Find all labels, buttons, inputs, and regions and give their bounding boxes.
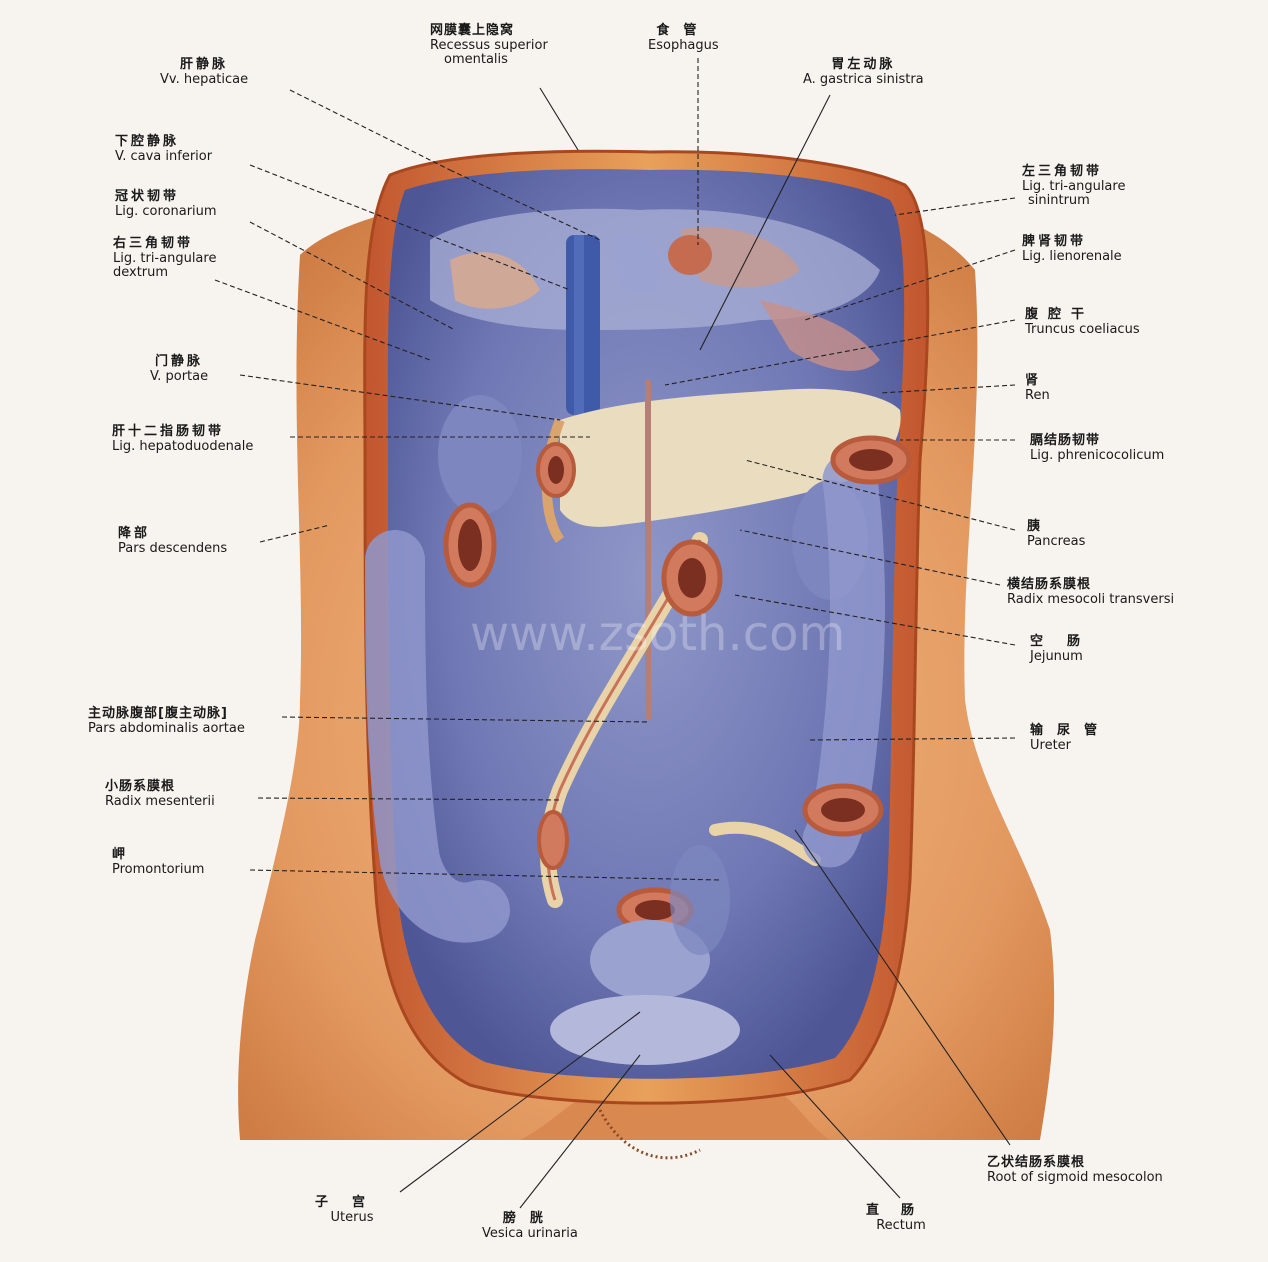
esophagus-stump: [615, 233, 660, 293]
label-pancreas: 胰 Pancreas: [1027, 519, 1086, 549]
label-uterus: 子宫 Uterus: [315, 1195, 390, 1225]
label-lig-hepatoduodenale: 肝十二指肠韧带 Lig. hepatoduodenale: [112, 424, 254, 454]
label-promontorium: 岬 Promontorium: [112, 847, 205, 877]
label-lig-triangulare-dextrum: 右三角韧带 Lig. tri-angulare dextrum: [113, 236, 217, 281]
rectum-shape: [670, 845, 730, 955]
label-lig-lienorenale: 脾肾韧带 Lig. lienorenale: [1022, 234, 1122, 264]
label-radix-mesenterii: 小肠系膜根 Radix mesenterii: [105, 779, 215, 809]
label-lig-triangulare-sinistrum: 左三角韧带 Lig. tri-angulare sinintrum: [1022, 164, 1126, 209]
label-ren: 肾 Ren: [1025, 373, 1050, 403]
label-radix-mesocoli-transversi: 横结肠系膜根 Radix mesocoli transversi: [1007, 577, 1175, 607]
label-lig-coronarium: 冠状韧带 Lig. coronarium: [115, 189, 217, 219]
cut-bowel-openings: [443, 435, 912, 933]
bladder-shape: [550, 995, 740, 1065]
label-pars-abdominalis-aortae: 主动脉腹部[腹主动脉] Pars abdominalis aortae: [88, 706, 245, 736]
label-a-gastrica-sinistra: 胃左动脉 A. gastrica sinistra: [803, 57, 924, 87]
label-rectum: 直肠 Rectum: [866, 1203, 937, 1233]
label-ureter: 输尿管 Ureter: [1030, 723, 1112, 753]
label-root-sigmoid-mesocolon: 乙状结肠系膜根 Root of sigmoid mesocolon: [987, 1155, 1163, 1185]
label-recessus-superior: 网膜囊上隐窝 Recessus superior omentalis: [430, 23, 548, 68]
label-v-portae: 门静脉 V. portae: [150, 354, 209, 384]
label-pars-descendens: 降部 Pars descendens: [118, 526, 228, 556]
label-v-cava-inferior: 下腔静脉 V. cava inferior: [115, 134, 213, 164]
label-truncus-coeliacus: 腹腔干 Truncus coeliacus: [1025, 307, 1140, 337]
label-lig-phrenicocolicum: 膈结肠韧带 Lig. phrenicocolicum: [1030, 433, 1165, 463]
label-jejunum: 空肠 Jejunum: [1030, 634, 1105, 664]
sigmoid-mesocolon-root: [709, 821, 821, 866]
label-vv-hepaticae: 肝静脉 Vv. hepaticae: [160, 57, 249, 87]
ascending-colon: [365, 530, 510, 943]
watermark: www.zsoth.com: [470, 606, 845, 662]
label-vesica-urinaria: 膀胱 Vesica urinaria: [482, 1211, 578, 1241]
right-kidney: [438, 395, 522, 515]
label-esophagus: 食管 Esophagus: [648, 23, 719, 53]
